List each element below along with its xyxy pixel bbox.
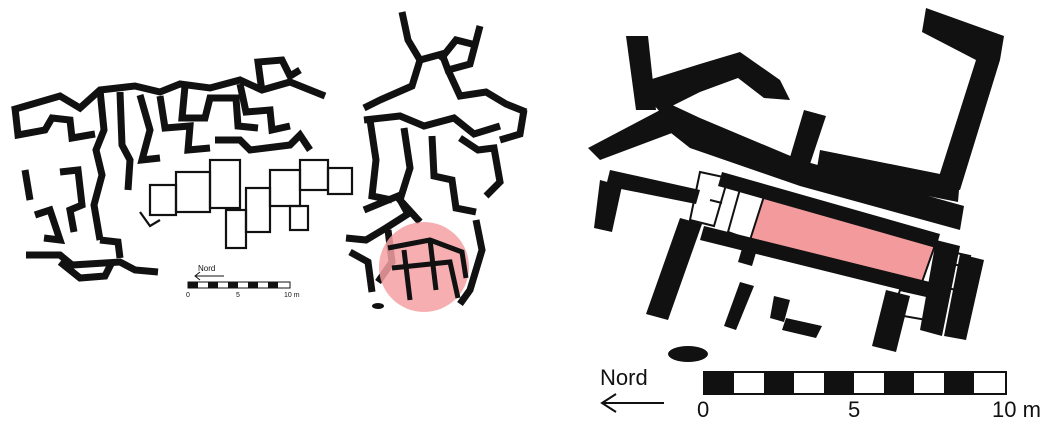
detail-scale-tick-5: 5 — [848, 397, 860, 422]
detail-scale-tick-0: 0 — [697, 397, 709, 422]
overview-highlight-walls — [387, 237, 469, 301]
overview-plan: Nord 0 5 10 m — [11, 11, 528, 312]
detail-highlight-room — [748, 192, 940, 284]
detail-scale-tick-10: 10 m — [992, 397, 1041, 422]
north-arrow-icon — [600, 393, 617, 413]
overview-scale-tick-0: 0 — [186, 292, 190, 299]
overview-scale-bar: 0 5 10 m — [186, 281, 300, 299]
detail-north-label: Nord — [600, 365, 648, 390]
detail-plan: Nord 0 5 10 m — [588, 8, 1041, 422]
detail-north-arrow: Nord — [600, 365, 664, 413]
overview-walls — [11, 56, 327, 282]
overview-scale-tick-5: 5 — [236, 292, 240, 299]
overview-foundations — [139, 158, 354, 250]
detail-scale-bar: 0 5 10 m — [697, 371, 1041, 422]
detail-walls — [588, 8, 1004, 362]
overview-scale-tick-10: 10 m — [284, 292, 300, 299]
north-arrow-icon — [194, 271, 201, 281]
overview-north-arrow: Nord — [194, 264, 224, 281]
overview-north-label: Nord — [198, 264, 215, 273]
